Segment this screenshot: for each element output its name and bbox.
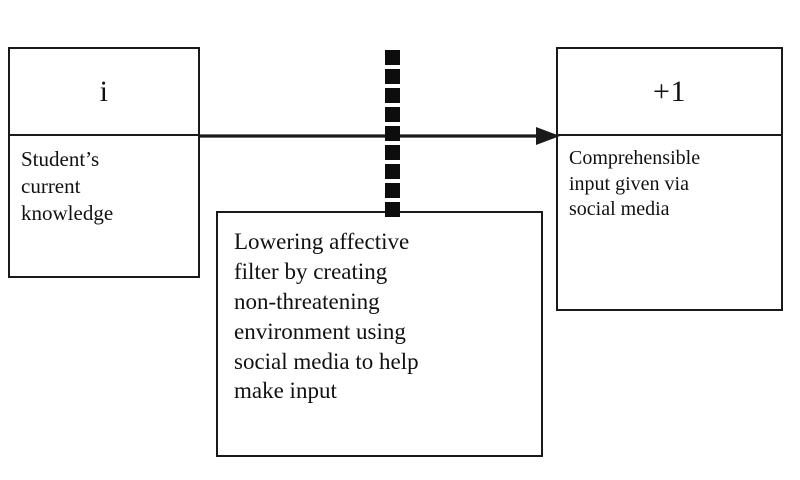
dotted-line-dot bbox=[385, 69, 400, 84]
dotted-line-dot bbox=[385, 50, 400, 65]
dotted-line-dot bbox=[385, 202, 400, 217]
box-current-knowledge-header: i bbox=[10, 49, 198, 136]
vertical-dotted-line bbox=[385, 50, 401, 217]
dotted-line-dot bbox=[385, 183, 400, 198]
box-affective-filter-body: Lowering affective filter by creating no… bbox=[234, 229, 419, 404]
box-comprehensible-input-header: +1 bbox=[558, 49, 781, 136]
box-comprehensible-input: +1 Comprehensible input given via social… bbox=[556, 47, 783, 311]
dotted-line-dot bbox=[385, 145, 400, 160]
dotted-line-dot bbox=[385, 126, 400, 141]
box-affective-filter: Lowering affective filter by creating no… bbox=[216, 211, 543, 457]
box-current-knowledge-body: Student’s current knowledge bbox=[21, 147, 114, 225]
box-comprehensible-input-header-label: +1 bbox=[653, 74, 686, 108]
box-comprehensible-input-body: Comprehensible input given via social me… bbox=[569, 147, 701, 221]
box-current-knowledge-header-label: i bbox=[99, 74, 109, 108]
box-current-knowledge: i Student’s current knowledge bbox=[8, 47, 200, 278]
dotted-line-dot bbox=[385, 88, 400, 103]
dotted-line-dot bbox=[385, 107, 400, 122]
arrow-head bbox=[536, 127, 560, 145]
right-arrow-icon bbox=[198, 127, 560, 145]
dotted-line-dot bbox=[385, 164, 400, 179]
